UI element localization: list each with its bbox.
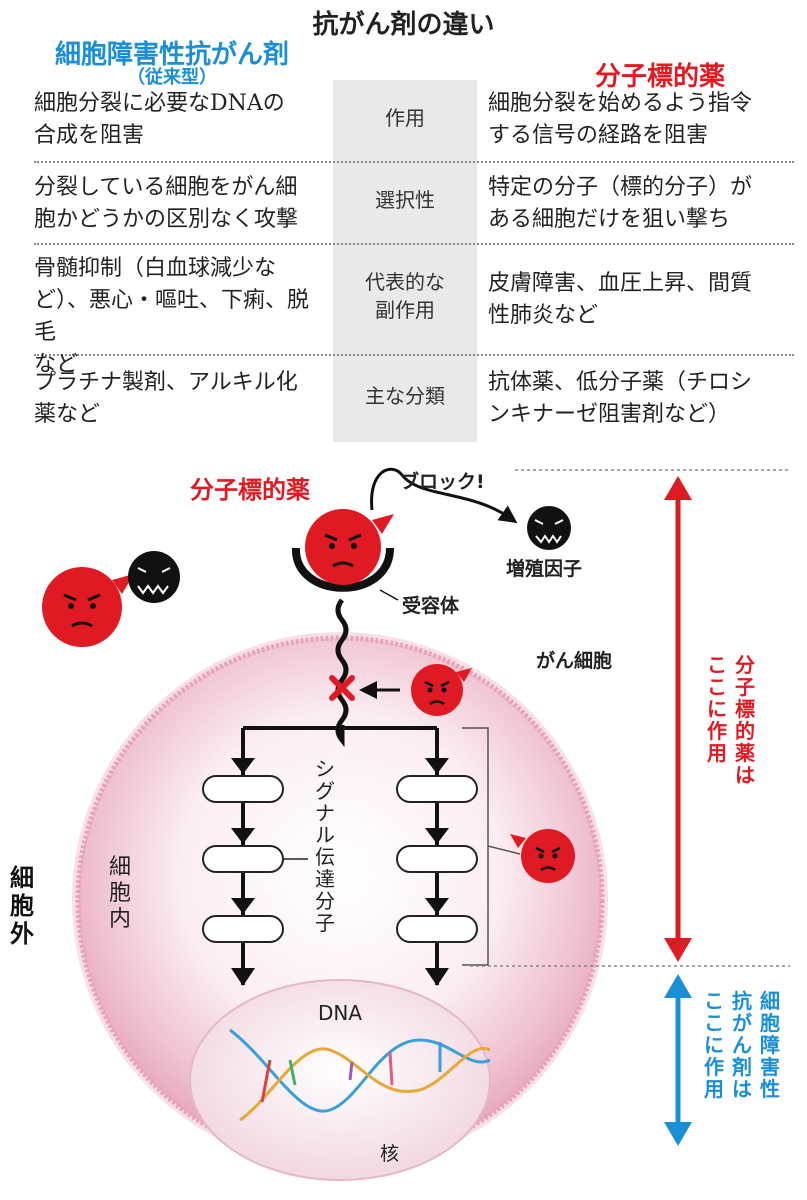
drug-face-small-icon [411, 664, 472, 716]
receptor-leader [379, 589, 399, 601]
drug-face-left-icon [42, 567, 134, 647]
range-arrow-targeted [664, 476, 692, 962]
row-separator [34, 243, 794, 245]
header-cytotoxic: 細胞障害性抗がん剤 [54, 40, 289, 70]
svg-text:ここに作用: ここに作用 [707, 653, 727, 765]
nucleus [189, 979, 491, 1181]
block-curve-arrow [370, 467, 518, 524]
table-cell-left-classification: プラチナ製剤、アルキル化薬など [34, 370, 298, 427]
bracket-leader [487, 845, 521, 855]
range-guides [470, 469, 790, 967]
dna-helix-icon [229, 1028, 491, 1122]
svg-text:細胞内: 細胞内 [109, 855, 131, 932]
signal-molecule-pills [202, 775, 478, 943]
table-cell-mid-selectivity: 選択性 [375, 188, 435, 212]
table-middle-column [333, 80, 477, 442]
nucleus-label: 核 [380, 1143, 399, 1165]
signal-pathway [241, 726, 439, 985]
growth-factor-right-icon [527, 506, 571, 550]
signal-arrowheads [231, 758, 449, 986]
svg-text:シグナル伝達分子: シグナル伝達分子 [315, 757, 335, 935]
table-cell-right-classification: 抗体薬、低分子薬（チロシンキナーゼ阻害剤など） [488, 370, 753, 427]
table-cell-mid-sideeffects: 代表的な副作用 [365, 270, 445, 322]
header-cytotoxic-sub: （従来型） [127, 67, 217, 88]
svg-text:抗がん剤は: 抗がん剤は [731, 989, 752, 1101]
svg-text:ここに作用: ここに作用 [704, 989, 724, 1101]
table-cell-left-sideeffects: 骨髄抑制（白血球減少など）、悪心・嘔吐、下痢、脱毛など [34, 256, 310, 377]
svg-text:細胞障害性: 細胞障害性 [760, 989, 780, 1101]
drug-face-main-icon [305, 509, 394, 585]
cancer-cell-label: がん細胞 [536, 649, 612, 672]
receptor-stem [335, 598, 349, 748]
table-cell-right-action: 細胞分裂を始めるよう指令する信号の経路を阻害 [488, 91, 753, 148]
table-cell-mid-classification: 主な分類 [365, 384, 445, 408]
table-cell-mid-action: 作用 [385, 106, 425, 130]
range-label-cytotoxic: 細胞障害性 抗がん剤は ここに作用 [704, 989, 780, 1101]
block-x-icon [329, 675, 355, 701]
growth-factor-left-icon [128, 551, 180, 603]
block-label: ブロック! [400, 470, 485, 493]
row-separator [34, 354, 794, 356]
range-label-targeted: 分子標的薬は ここに作用 [707, 653, 755, 787]
page-title: 抗がん剤の違い [312, 10, 495, 40]
svg-text:分子標的薬は: 分子標的薬は [735, 653, 755, 787]
signal-molecule-label: シグナル伝達分子 [315, 757, 335, 935]
extracellular-label: 細胞外 [10, 864, 34, 948]
table-cell-left-action: 細胞分裂に必要なDNAの合成を阻害 [34, 91, 285, 148]
dna-label: DNA [318, 1001, 362, 1025]
table-cell-left-selectivity: 分裂している細胞をがん細胞かどうかの区別なく攻撃 [34, 175, 299, 232]
row-separator [34, 161, 794, 163]
cancer-cell-body [72, 632, 608, 1168]
receptor-label: 受容体 [402, 594, 460, 617]
range-arrow-cytotoxic [664, 974, 692, 1146]
svg-text:細胞外: 細胞外 [10, 864, 34, 948]
drug-face-bracket-icon [510, 829, 575, 883]
drug-label: 分子標的薬 [190, 476, 310, 504]
growth-factor-label: 増殖因子 [506, 557, 582, 580]
table-cell-right-sideeffects: 皮膚障害、血圧上昇、間質性肺炎など [488, 271, 753, 328]
table-cell-right-selectivity: 特定の分子（標的分子）がある細胞だけを狙い撃ち [488, 175, 753, 232]
receptor-cup [291, 547, 394, 592]
intracellular-label: 細胞内 [109, 855, 131, 932]
pathway-bracket [462, 727, 489, 966]
header-targeted: 分子標的薬 [594, 62, 725, 92]
